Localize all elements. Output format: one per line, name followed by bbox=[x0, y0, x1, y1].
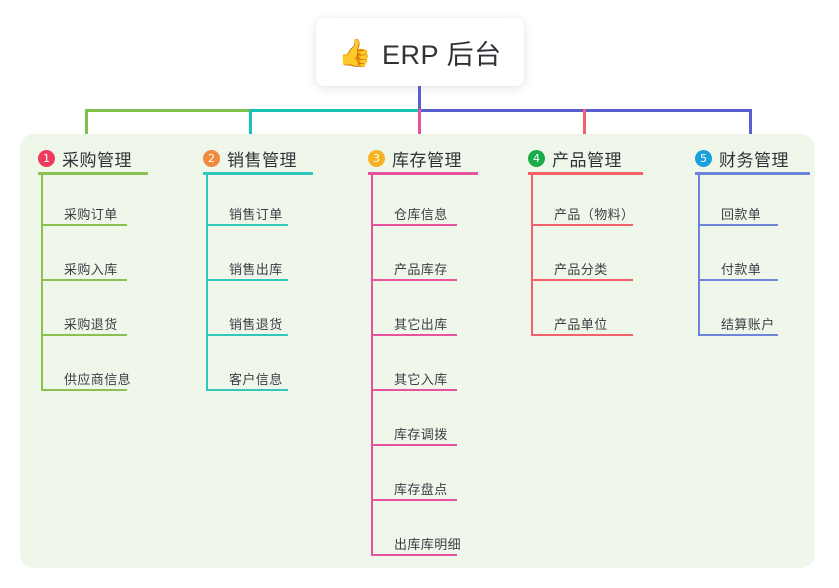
modules-panel: 1 采购管理采购订单采购入库采购退货供应商信息 2 销售管理销售订单销售出库销售退货客… bbox=[20, 134, 815, 568]
module-item-rule bbox=[41, 224, 127, 226]
module-item-rule bbox=[41, 334, 127, 336]
module-header-rule bbox=[38, 172, 148, 175]
module-item-rule bbox=[371, 389, 457, 391]
drop-line-inventory bbox=[418, 109, 421, 138]
module-header-rule bbox=[528, 172, 643, 175]
module-item[interactable]: 仓库信息 bbox=[394, 207, 448, 222]
module-item[interactable]: 库存盘点 bbox=[394, 482, 448, 497]
module-item[interactable]: 产品分类 bbox=[554, 262, 608, 277]
module-item-rule bbox=[371, 334, 457, 336]
module-header-rule bbox=[368, 172, 478, 175]
module-item[interactable]: 产品（物料） bbox=[554, 207, 635, 222]
module-spine bbox=[371, 174, 373, 554]
module-title: 产品管理 bbox=[552, 151, 622, 170]
module-item[interactable]: 产品库存 bbox=[394, 262, 448, 277]
module-number-badge: 1 bbox=[38, 150, 55, 167]
drop-line-sales bbox=[249, 109, 252, 138]
module-spine bbox=[531, 174, 533, 334]
module-title: 销售管理 bbox=[227, 151, 297, 170]
drop-line-purchase bbox=[85, 109, 88, 138]
module-header-5[interactable]: 5 财务管理 bbox=[695, 146, 789, 171]
module-item-rule bbox=[698, 224, 778, 226]
module-item[interactable]: 销售退货 bbox=[229, 317, 283, 332]
module-item-rule bbox=[698, 279, 778, 281]
drop-line-finance bbox=[749, 109, 752, 138]
module-item-rule bbox=[371, 224, 457, 226]
module-item[interactable]: 回款单 bbox=[721, 207, 762, 222]
module-header-1[interactable]: 1 采购管理 bbox=[38, 146, 132, 171]
module-item[interactable]: 结算账户 bbox=[721, 317, 775, 332]
module-item[interactable]: 库存调拨 bbox=[394, 427, 448, 442]
drop-line-product bbox=[583, 109, 586, 138]
module-header-2[interactable]: 2 销售管理 bbox=[203, 146, 297, 171]
module-item-rule bbox=[206, 224, 288, 226]
module-item-rule bbox=[371, 554, 457, 556]
bus-segment-teal bbox=[249, 109, 420, 112]
module-item[interactable]: 采购入库 bbox=[64, 262, 118, 277]
module-number-badge: 3 bbox=[368, 150, 385, 167]
module-item[interactable]: 销售订单 bbox=[229, 207, 283, 222]
module-item-rule bbox=[371, 444, 457, 446]
module-item[interactable]: 采购退货 bbox=[64, 317, 118, 332]
module-title: 库存管理 bbox=[392, 151, 462, 170]
trunk-vertical-line bbox=[418, 86, 421, 111]
module-number-badge: 4 bbox=[528, 150, 545, 167]
module-title: 财务管理 bbox=[719, 151, 789, 170]
module-spine bbox=[206, 174, 208, 389]
module-item-rule bbox=[531, 224, 633, 226]
module-title: 采购管理 bbox=[62, 151, 132, 170]
module-item[interactable]: 销售出库 bbox=[229, 262, 283, 277]
module-item-rule bbox=[206, 389, 288, 391]
module-item[interactable]: 供应商信息 bbox=[64, 372, 132, 387]
root-node-title: ERP 后台 bbox=[382, 39, 502, 70]
module-spine bbox=[41, 174, 43, 389]
module-item-rule bbox=[531, 279, 633, 281]
module-spine bbox=[698, 174, 700, 334]
thumbs-up-icon: 👍 bbox=[338, 37, 373, 68]
module-item[interactable]: 客户信息 bbox=[229, 372, 283, 387]
module-item[interactable]: 付款单 bbox=[721, 262, 762, 277]
root-node-card[interactable]: 👍 ERP 后台 bbox=[316, 18, 524, 86]
module-item[interactable]: 采购订单 bbox=[64, 207, 118, 222]
module-item[interactable]: 产品单位 bbox=[554, 317, 608, 332]
module-header-3[interactable]: 3 库存管理 bbox=[368, 146, 462, 171]
module-item-rule bbox=[206, 279, 288, 281]
module-number-badge: 2 bbox=[203, 150, 220, 167]
module-item-rule bbox=[531, 334, 633, 336]
module-item[interactable]: 其它出库 bbox=[394, 317, 448, 332]
module-item-rule bbox=[371, 499, 457, 501]
module-item[interactable]: 出库库明细 bbox=[394, 537, 462, 552]
module-item-rule bbox=[371, 279, 457, 281]
module-item-rule bbox=[698, 334, 778, 336]
module-header-4[interactable]: 4 产品管理 bbox=[528, 146, 622, 171]
module-item[interactable]: 其它入库 bbox=[394, 372, 448, 387]
module-item-rule bbox=[41, 389, 127, 391]
module-header-rule bbox=[203, 172, 313, 175]
module-item-rule bbox=[206, 334, 288, 336]
module-number-badge: 5 bbox=[695, 150, 712, 167]
module-item-rule bbox=[41, 279, 127, 281]
module-header-rule bbox=[695, 172, 810, 175]
bus-segment-green bbox=[85, 109, 251, 112]
